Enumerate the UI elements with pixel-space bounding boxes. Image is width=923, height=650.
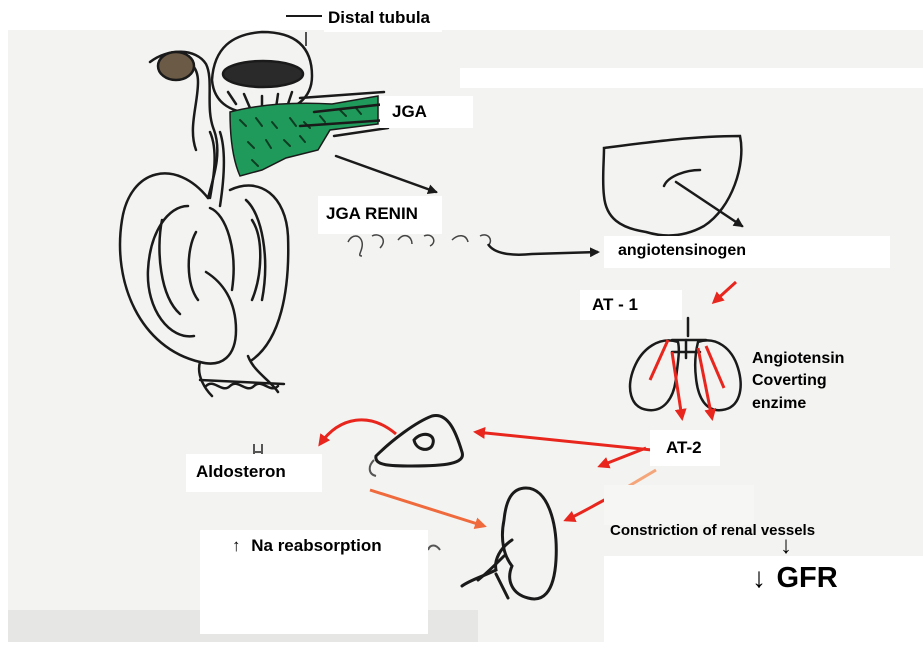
label-na-reabsorption: ↑ Na reabsorption bbox=[200, 530, 428, 634]
label-jga: JGA bbox=[380, 96, 473, 128]
label-distal-tubula: Distal tubula bbox=[324, 4, 442, 32]
label-at1: AT - 1 bbox=[580, 290, 682, 320]
label-ace: Angiotensin Coverting enzime bbox=[744, 344, 884, 421]
label-ace-line3: enzime bbox=[752, 393, 844, 415]
gfr-block: ↓ GFR bbox=[604, 556, 923, 650]
label-angiotensinogen: angiotensinogen bbox=[604, 236, 890, 268]
down-arrow-icon: ↓ bbox=[752, 562, 766, 593]
label-gfr: GFR bbox=[776, 562, 837, 594]
label-jga-renin: JGA RENIN bbox=[318, 196, 442, 234]
up-arrow-icon: ↑ bbox=[232, 536, 241, 555]
paper-top-strip bbox=[460, 68, 923, 88]
label-ace-line1: Angiotensin bbox=[752, 348, 844, 370]
label-ace-line2: Coverting bbox=[752, 370, 844, 392]
label-at2: AT-2 bbox=[650, 430, 720, 466]
label-na-text: Na reabsorption bbox=[251, 536, 381, 555]
label-aldosteron: Aldosteron bbox=[186, 454, 322, 492]
